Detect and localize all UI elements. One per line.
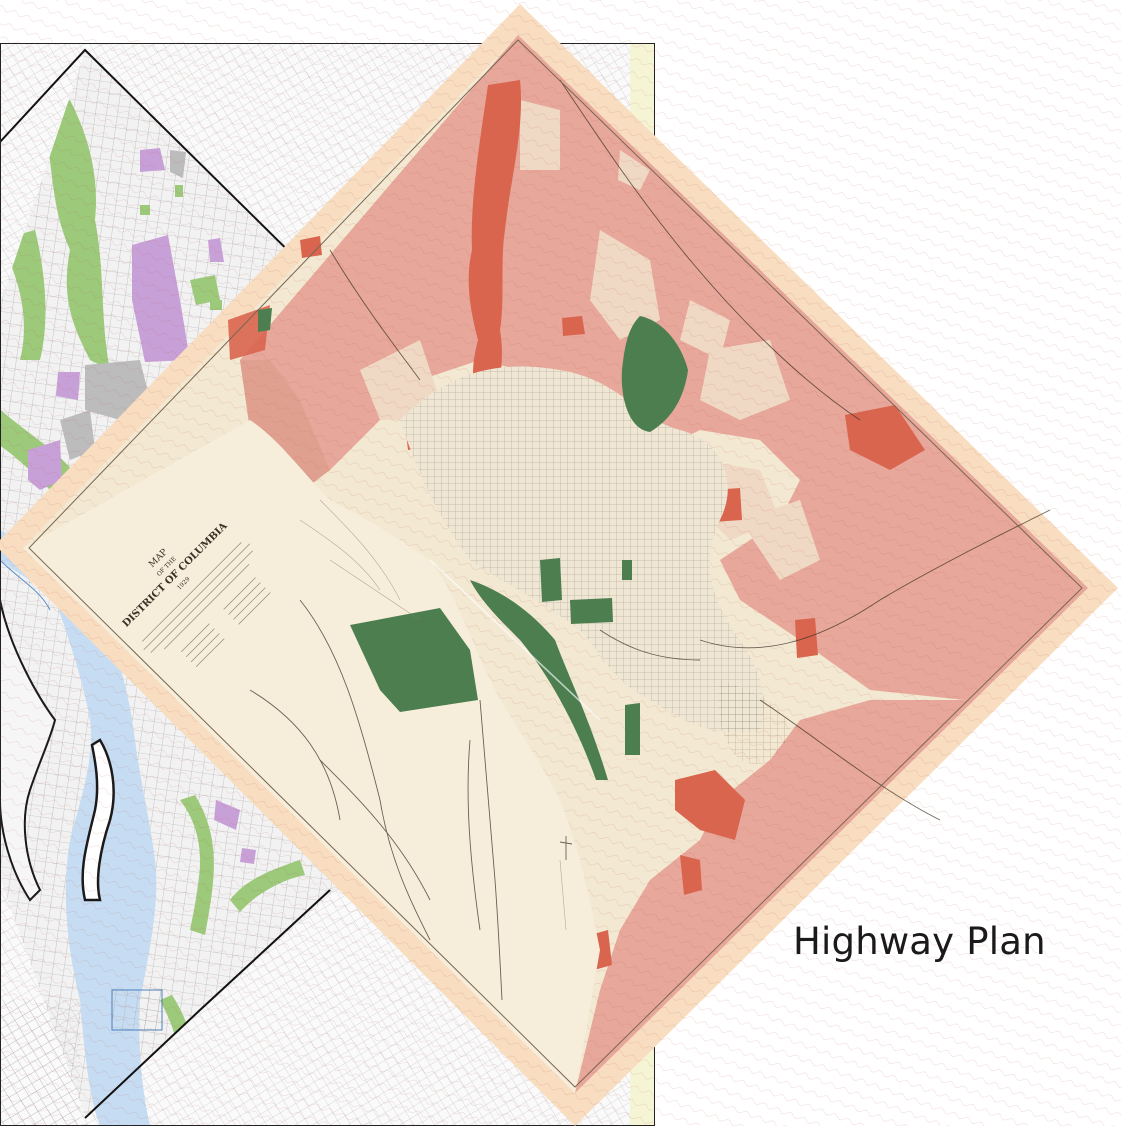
dense-zones — [228, 80, 925, 970]
historic-potomac — [23, 420, 600, 1093]
map-caption: Highway Plan — [793, 920, 1046, 963]
park-zones — [258, 308, 688, 780]
road-lines — [249, 79, 1051, 1001]
city-grid — [400, 366, 790, 764]
historic-map-neatline — [28, 39, 1083, 1088]
